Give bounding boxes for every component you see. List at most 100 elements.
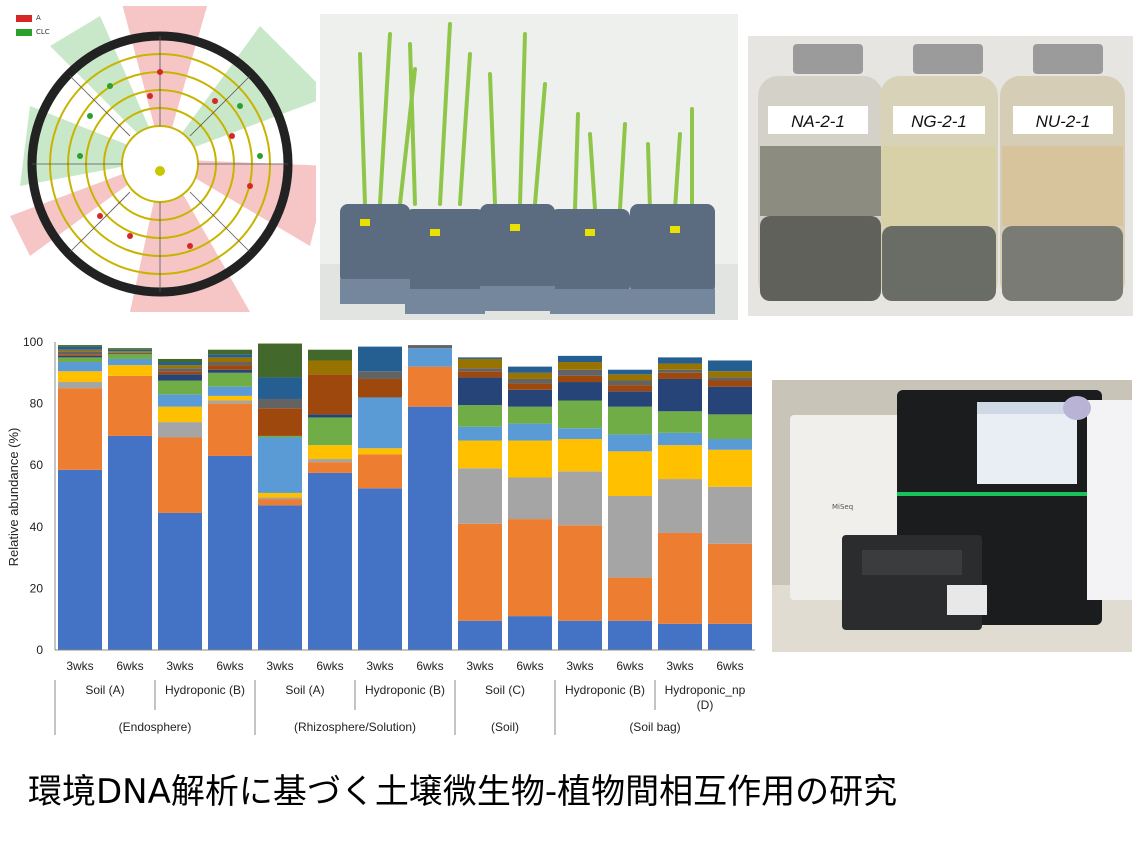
bar-segment-12-9 (658, 363, 702, 370)
bar-segment-4-5 (258, 435, 302, 438)
bar-segment-1-8 (108, 352, 152, 355)
group-label-1: Hydroponic (B) (165, 683, 245, 697)
x-tick-label-8: 3wks (466, 659, 493, 673)
bar-segment-0-3 (58, 371, 102, 383)
bar-segment-9-10 (508, 366, 552, 373)
bar-segment-11-4 (608, 434, 652, 452)
bar-segment-9-3 (508, 440, 552, 478)
bar-segment-2-8 (158, 368, 202, 372)
bar-segment-9-6 (508, 389, 552, 407)
bar-segment-9-8 (508, 378, 552, 384)
bar-segment-10-7 (558, 375, 602, 383)
bar-segment-10-2 (558, 471, 602, 526)
bottle-label-3: NU-2-1 (1036, 112, 1091, 131)
bar-segment-11-5 (608, 406, 652, 435)
bar-segment-3-11 (208, 349, 252, 355)
bar-segment-2-5 (158, 380, 202, 395)
section-label-0: (Endosphere) (119, 720, 192, 734)
legend-label-clc: CLC (36, 28, 50, 36)
bar-segment-0-4 (58, 362, 102, 372)
bar-segment-8-10 (458, 357, 502, 359)
bar-segment-9-0 (508, 616, 552, 650)
bar-segment-4-4 (258, 437, 302, 493)
bottle-label-2: NG-2-1 (911, 112, 967, 131)
bar-segment-2-2 (158, 422, 202, 438)
bar-segment-4-7 (258, 408, 302, 436)
bar-segment-0-8 (58, 351, 102, 355)
legend-swatch-red (16, 14, 32, 22)
dna-sequencer-image: MiSeq (772, 380, 1132, 652)
y-axis-label: Relative abundance (%) (6, 428, 21, 567)
cladogram-legend-entry-clc: CLC (16, 28, 50, 38)
bar-segment-6-4 (358, 397, 402, 449)
bottle-label-1: NA-2-1 (791, 112, 845, 131)
section-label-3: (Soil bag) (629, 720, 680, 734)
bar-segment-6-10 (358, 346, 402, 372)
x-tick-label-12: 3wks (666, 659, 693, 673)
bar-segment-11-0 (608, 620, 652, 650)
section-label-2: (Soil) (491, 720, 519, 734)
sequencer-brand-label: MiSeq (832, 503, 854, 511)
plants-in-pots-image (320, 14, 738, 320)
bar-segment-13-8 (708, 377, 752, 381)
bar-segment-1-4 (108, 358, 152, 366)
bar-segment-9-5 (508, 406, 552, 424)
bar-segment-3-5 (208, 372, 252, 387)
group-label-line2-6: (D) (697, 698, 714, 712)
bar-segment-0-1 (58, 388, 102, 470)
bar-segment-1-3 (108, 365, 152, 376)
x-tick-label-6: 3wks (366, 659, 393, 673)
bar-segment-5-1 (308, 462, 352, 473)
x-tick-label-0: 3wks (66, 659, 93, 673)
y-tick-label-0: 0 (36, 643, 43, 657)
bar-segment-1-5 (108, 354, 152, 359)
x-tick-label-2: 3wks (166, 659, 193, 673)
plants-graphic (320, 14, 738, 320)
bar-segment-0-10 (58, 346, 102, 350)
x-tick-label-4: 3wks (266, 659, 293, 673)
bar-segment-10-1 (558, 525, 602, 621)
bar-segment-12-5 (658, 411, 702, 433)
bars-layer (58, 343, 752, 650)
bar-segment-13-4 (708, 439, 752, 450)
bar-segment-4-1 (258, 499, 302, 506)
bar-segment-4-10 (258, 377, 302, 399)
bar-segment-0-0 (58, 469, 102, 650)
x-tick-label-10: 3wks (566, 659, 593, 673)
bar-segment-12-8 (658, 369, 702, 373)
bar-segment-11-9 (608, 374, 652, 381)
bar-segment-8-6 (458, 377, 502, 406)
bar-segment-13-1 (708, 543, 752, 624)
group-label-2: Soil (A) (285, 683, 324, 697)
bar-segment-5-6 (308, 414, 352, 418)
bar-segment-5-9 (308, 360, 352, 375)
y-tick-label-100: 100 (23, 335, 43, 349)
bar-segment-2-10 (158, 362, 202, 366)
bottles-graphic: NA-2-1 NG-2-1 NU-2-1 (748, 36, 1133, 316)
bar-segment-0-9 (58, 349, 102, 352)
bar-segment-11-3 (608, 451, 652, 496)
bar-segment-1-1 (108, 375, 152, 436)
bar-segment-3-0 (208, 455, 252, 650)
bar-segment-9-9 (508, 372, 552, 379)
bar-segment-0-11 (58, 345, 102, 347)
bar-segment-5-3 (308, 445, 352, 460)
page-title: 環境DNA解析に基づく土壌微生物-植物間相互作用の研究 (28, 772, 898, 812)
bar-segment-11-10 (608, 369, 652, 375)
bar-segment-13-6 (708, 386, 752, 415)
bar-segment-3-1 (208, 403, 252, 456)
bar-segment-6-1 (358, 454, 402, 489)
bar-segment-13-5 (708, 414, 752, 440)
legend-swatch-green (16, 28, 32, 36)
bar-segment-5-2 (308, 459, 352, 463)
bar-segment-6-3 (358, 448, 402, 455)
bar-segment-10-9 (558, 362, 602, 370)
bar-segment-2-6 (158, 374, 202, 381)
bar-segment-12-10 (658, 357, 702, 364)
x-tick-label-13: 6wks (716, 659, 743, 673)
bar-segment-5-0 (308, 472, 352, 650)
bar-segment-0-2 (58, 382, 102, 389)
